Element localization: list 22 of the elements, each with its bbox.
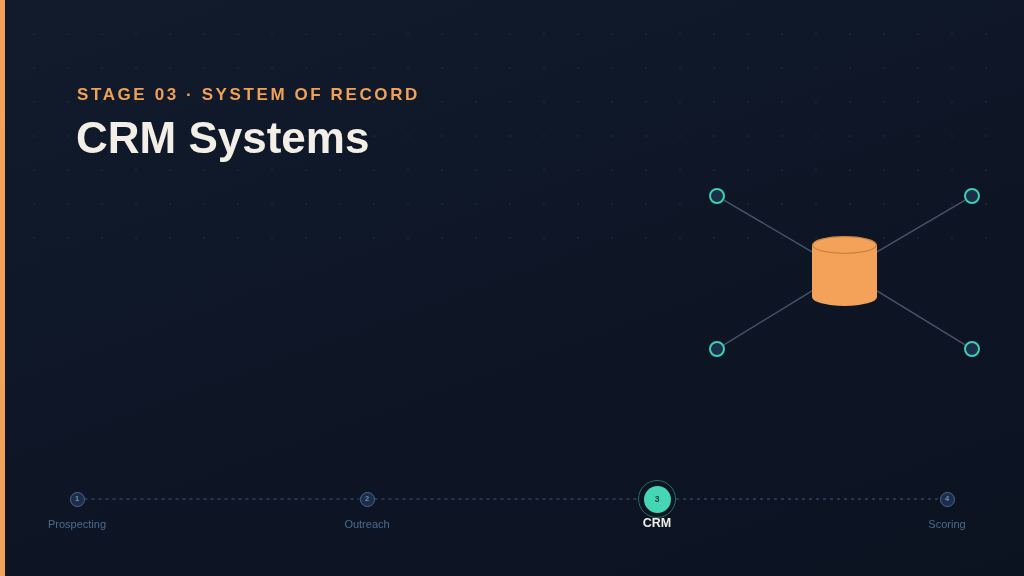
connector-line: [876, 290, 966, 346]
step-circle: [939, 491, 955, 507]
step-label: Scoring: [928, 517, 966, 531]
dashed-connector: [83, 498, 361, 500]
eyebrow-label: STAGE 03 · SYSTEM OF RECORD: [77, 86, 420, 104]
dashed-connector: [675, 498, 941, 500]
database-cylinder: [812, 236, 877, 306]
connector-line: [876, 199, 966, 253]
endpoint-circle: [964, 341, 980, 357]
step-circle: [69, 491, 85, 507]
step-label: CRM: [642, 516, 672, 530]
endpoint-circle: [964, 188, 980, 204]
endpoint-circle: [709, 341, 725, 357]
step-label: Prospecting: [47, 517, 107, 531]
step-circle: [359, 491, 375, 507]
slide-title: CRM Systems: [76, 116, 370, 160]
step-label: Outreach: [344, 517, 390, 531]
connector-line: [723, 290, 813, 346]
connector-line: [723, 199, 813, 253]
endpoint-circle: [709, 188, 725, 204]
step-number: 3: [654, 494, 660, 504]
dashed-connector: [373, 498, 639, 500]
